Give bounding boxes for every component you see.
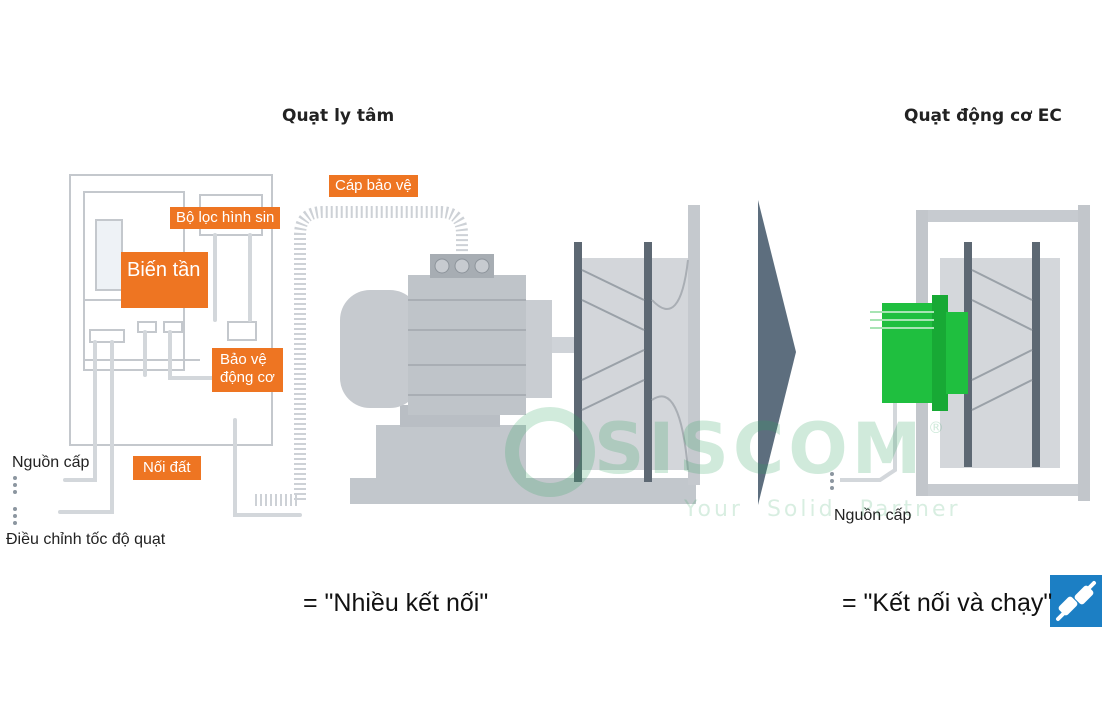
transition-arrow — [758, 200, 796, 505]
siscom-logo — [505, 407, 595, 497]
terminal-dot — [13, 490, 17, 494]
plug-connect-icon — [1050, 575, 1102, 627]
wire-speed — [58, 340, 114, 514]
terminal-block-3 — [163, 321, 183, 333]
control-cabinet — [69, 174, 273, 446]
terminal-dot — [830, 486, 834, 490]
cabinet-outline — [69, 174, 273, 446]
label-protective-cable: Cáp bảo vệ — [329, 175, 418, 197]
power-terminals-left — [13, 476, 17, 525]
ec-power-wire — [840, 403, 897, 482]
inverter-keypad — [95, 219, 123, 291]
fan-blades — [581, 269, 645, 411]
title-ec-fan: Quạt động cơ EC — [904, 106, 1062, 126]
label-motor-protection-line2: động cơ — [220, 369, 275, 386]
title-centrifugal-fan: Quạt ly tâm — [282, 106, 395, 126]
label-motor-protection-line1: Bảo vệ — [220, 351, 267, 368]
ec-fan-disc-back — [1032, 242, 1040, 467]
terminal-dot — [13, 483, 17, 487]
motor-end-cap — [340, 290, 420, 408]
terminal-block-4 — [227, 321, 257, 341]
fan-inlet-ring — [688, 205, 700, 485]
fan-disc-front — [574, 242, 582, 482]
ec-motor-flange — [932, 295, 948, 411]
motor-body — [408, 275, 526, 415]
ec-frame-bottom — [916, 484, 1088, 496]
caption-many-connections: = "Nhiều kết nối" — [303, 589, 489, 617]
terminal-dot — [13, 521, 17, 525]
caption-plug-and-play: = "Kết nối và chạy" — [842, 589, 1053, 617]
label-fan-speed-control: Điều chỉnh tốc độ quạt — [6, 531, 166, 548]
terminal-box-gland — [454, 258, 470, 274]
ec-fan — [830, 205, 1090, 501]
watermark-brand: SISCOM — [594, 408, 926, 490]
ac-motor — [340, 254, 696, 504]
motor-flange — [526, 300, 552, 398]
motor-base-plate — [350, 478, 696, 504]
wire-ground — [233, 418, 302, 517]
ec-motor-hub — [946, 312, 968, 394]
motor-fins — [408, 299, 526, 396]
terminal-dot — [13, 476, 17, 480]
label-power-supply-right: Nguồn cấp — [834, 507, 912, 524]
ec-frame-top — [916, 210, 1088, 222]
label-sine-filter: Bộ lọc hình sin — [170, 207, 281, 229]
centrifugal-fan — [574, 205, 700, 485]
wiring — [58, 233, 302, 517]
label-grounding: Nối đất — [133, 456, 201, 480]
fan-disc-back — [644, 242, 652, 482]
motor-foot — [376, 425, 526, 480]
ec-motor — [882, 303, 934, 403]
ec-motor-fins — [870, 311, 934, 329]
terminal-dot — [830, 472, 834, 476]
terminal-box-gland — [434, 258, 450, 274]
wire-internal-2 — [168, 330, 217, 380]
label-motor-protection: Bảo vệ động cơ — [212, 348, 283, 392]
label-power-supply-left: Nguồn cấp — [12, 454, 90, 471]
terminal-block-1 — [89, 329, 125, 343]
ec-fan-blades — [971, 269, 1033, 411]
terminal-box-gland — [474, 258, 490, 274]
logo-ring — [505, 407, 595, 497]
watermark-tagline: Your Solid Partner — [684, 497, 961, 522]
ec-frame-right — [1078, 205, 1090, 501]
terminal-block-2 — [137, 321, 157, 333]
fan-inlet-curve — [651, 259, 689, 471]
power-terminals-right — [830, 472, 834, 490]
terminal-dot — [13, 514, 17, 518]
watermark-registered: ® — [928, 418, 944, 437]
protective-cable — [255, 206, 468, 506]
terminal-dot — [830, 479, 834, 483]
terminal-dot — [13, 507, 17, 511]
label-inverter: Biến tần — [121, 252, 209, 308]
wire-power — [63, 340, 97, 482]
